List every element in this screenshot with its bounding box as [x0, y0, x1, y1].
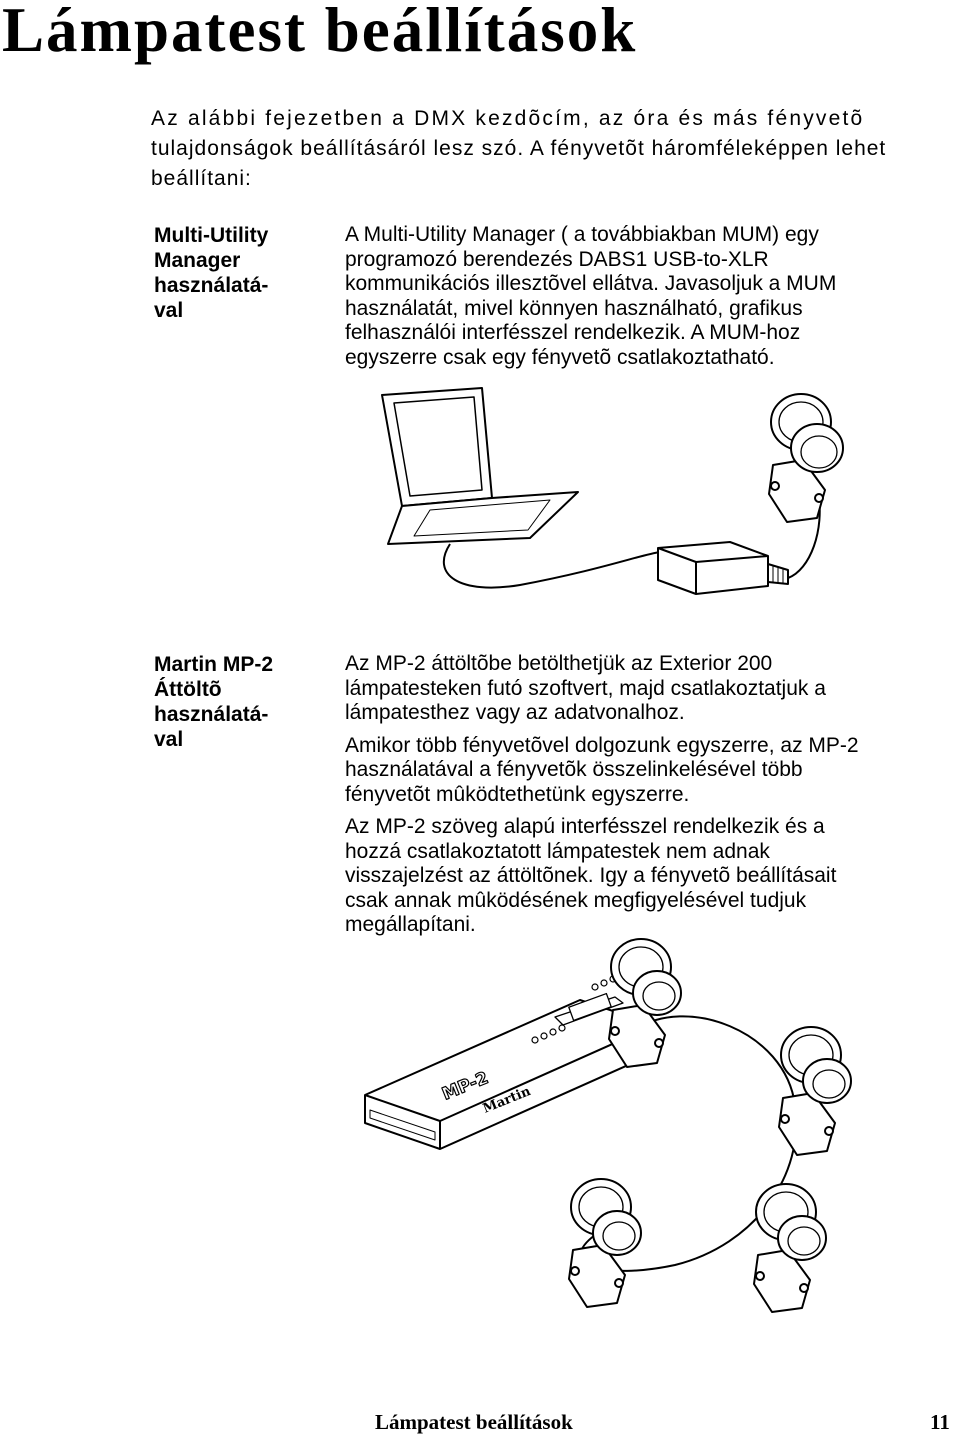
paragraph: Az MP-2 áttöltõbe betölthetjük az Exteri…	[345, 652, 945, 726]
mp2-device: MP-2 Martin	[364, 975, 656, 1150]
paragraph: Amikor több fényvetõvel dolgozunk egysze…	[345, 734, 945, 808]
body-line: Amikor több fényvetõvel dolgozunk egysze…	[345, 733, 859, 757]
paragraph: Az MP-2 szöveg alapú interfésszel rendel…	[345, 815, 945, 938]
body-line: visszajelzést az áttöltõnek. Igy a fényv…	[345, 864, 837, 887]
body-line: használatát, mivel könnyen használható, …	[345, 296, 803, 320]
body-line: Az MP-2 áttöltõbe betölthetjük az Exteri…	[345, 652, 773, 675]
light-fixture	[778, 1026, 852, 1156]
body-line: Az MP-2 szöveg alapú interfésszel rendel…	[345, 815, 825, 838]
mp2-connection-figure: MP-2 Martin	[364, 938, 852, 1313]
label-line: val	[154, 728, 184, 751]
body-line: kommunikációs illesztõvel ellátva. Javas…	[345, 272, 837, 295]
body-line: használatával a fényvetõk összelinkelésé…	[345, 758, 803, 781]
body-line: fényvetõt mûködtethetünk egyszerre.	[345, 782, 690, 806]
page-title: Lámpatest beállítások	[2, 0, 638, 65]
footer-title: Lámpatest beállítások	[375, 1410, 573, 1434]
label-line: használatá-	[154, 703, 269, 726]
body-line: programozó berendezés DABS1 USB-to-XLR	[345, 247, 769, 271]
label-line: Multi-Utility	[154, 224, 269, 247]
label-line: Martin MP-2	[154, 653, 274, 676]
intro-line: tulajdonságok beállításáról lesz szó. A …	[151, 137, 887, 160]
body-line: megállapítani.	[345, 913, 476, 936]
section-body-mum: A Multi-Utility Manager ( a továbbiakban…	[345, 223, 945, 370]
section-body-mp2: Az MP-2 áttöltõbe betölthetjük az Exteri…	[345, 652, 945, 946]
body-line: lámpatesthez vagy az adatvonalhoz.	[345, 701, 685, 724]
light-fixture	[568, 1178, 642, 1308]
label-line: Manager	[154, 249, 241, 272]
section-label-mp2: Martin MP-2 Áttöltõ használatá- val	[154, 652, 304, 752]
intro-paragraph: Az alábbi fejezetben a DMX kezdõcím, az …	[151, 104, 941, 194]
label-line: val	[154, 299, 184, 322]
interface-box	[657, 541, 769, 595]
body-line: felhasználói interfésszel rendelkezik. A…	[345, 321, 801, 344]
body-line: A Multi-Utility Manager ( a továbbiakban…	[345, 223, 819, 246]
mum-connection-figure	[381, 387, 844, 595]
light-fixture	[768, 393, 844, 523]
intro-line: beállítani:	[151, 167, 252, 190]
label-line: Áttöltõ	[154, 678, 222, 701]
body-line: hozzá csatlakoztatott lámpatestek nem ad…	[345, 839, 770, 863]
section-label-mum: Multi-Utility Manager használatá- val	[154, 223, 304, 323]
label-line: használatá-	[154, 274, 269, 297]
body-line: csak annak mûködésének megfigyelésével t…	[345, 888, 807, 912]
page-number: 11	[930, 1410, 950, 1434]
light-fixture	[753, 1183, 827, 1313]
body-line: lámpatesteken futó szoftvert, majd csatl…	[345, 676, 826, 700]
intro-line: Az alábbi fejezetben a DMX kezdõcím, az …	[151, 107, 865, 130]
body-line: egyszerre csak egy fényvetõ csatlakoztat…	[345, 345, 775, 369]
